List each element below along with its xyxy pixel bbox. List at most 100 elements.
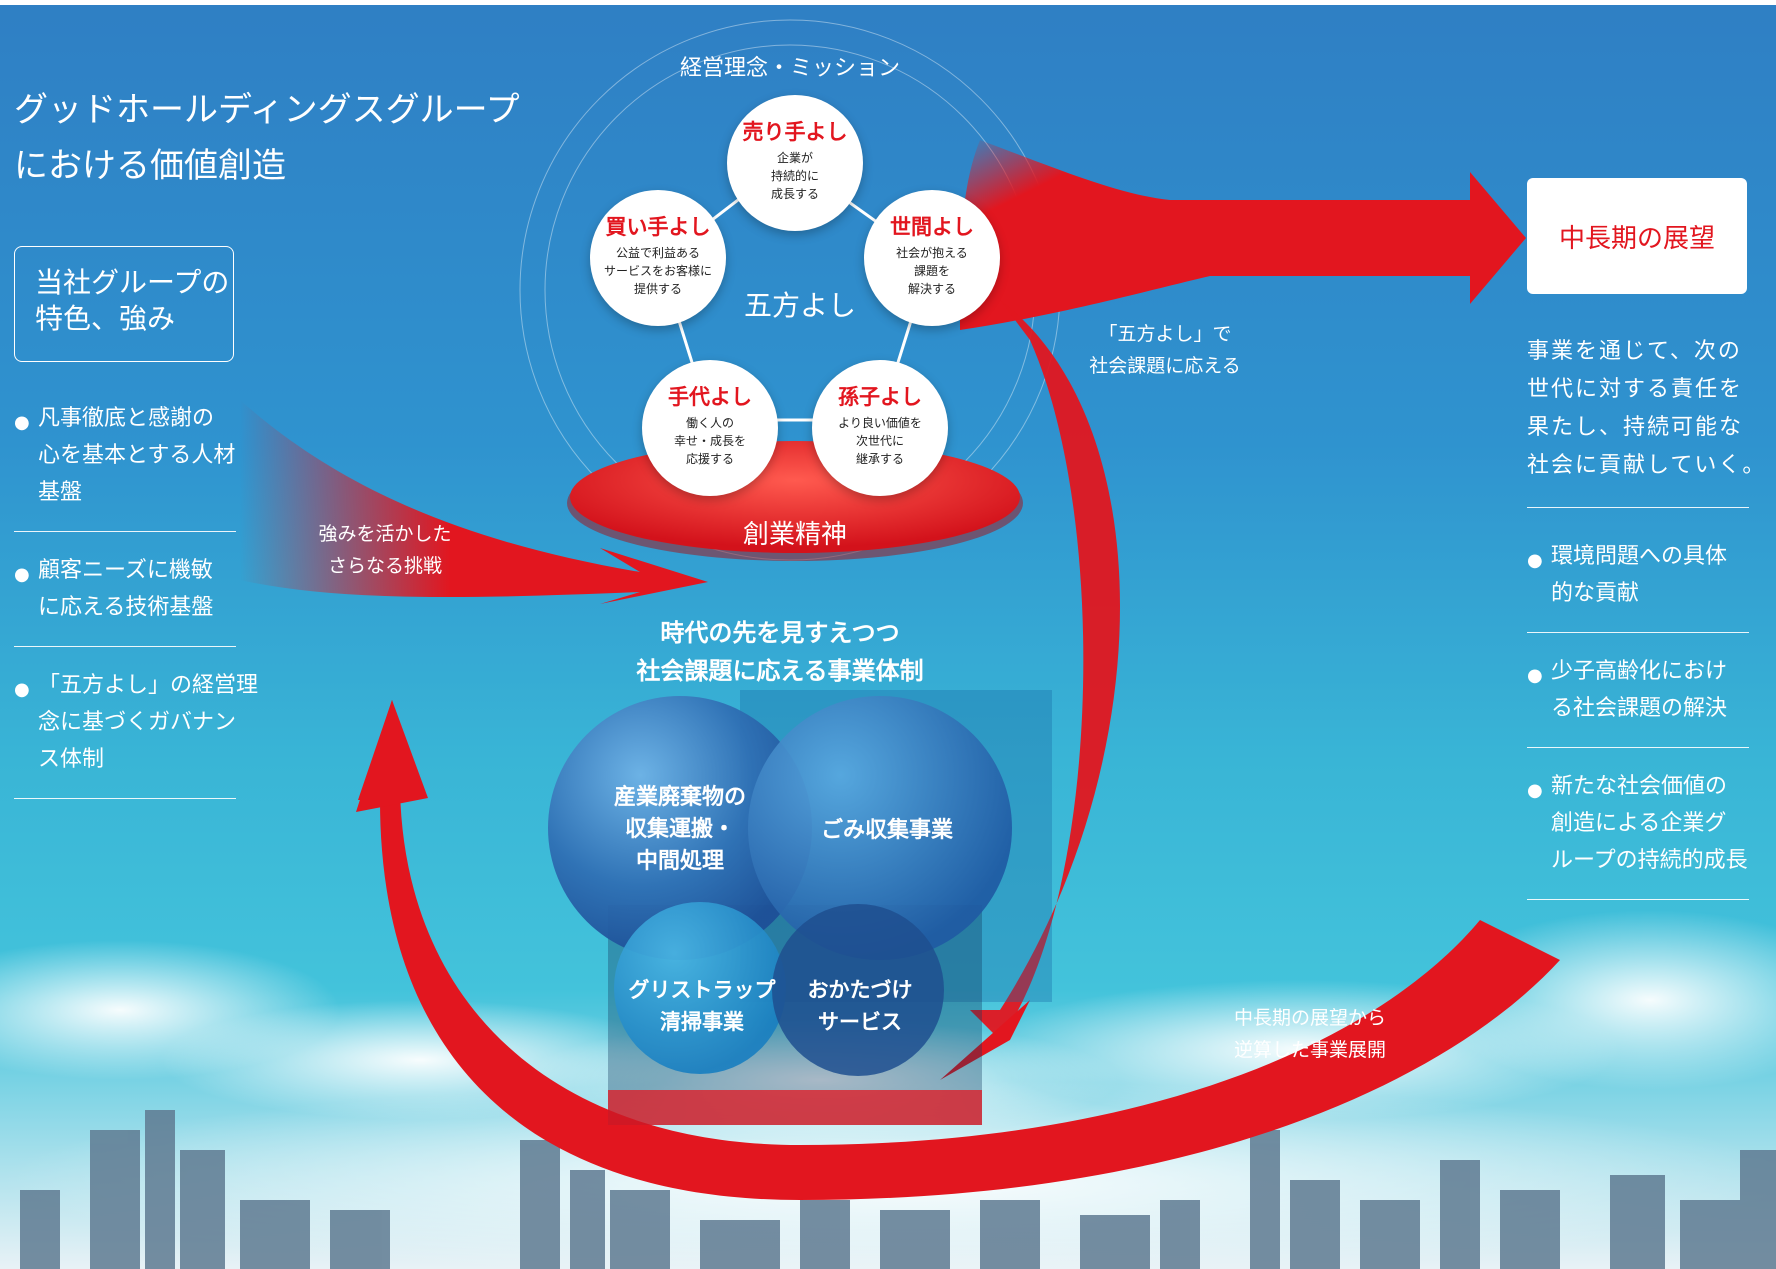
node-desc: 幸せ・成長を [673,434,746,448]
business-garbage-collection: ごみ収集事業 [787,815,987,847]
respond-arrow-label: 「五方よし」で 社会課題に応える [1070,318,1260,382]
vision-box: 中長期の展望 [1527,178,1747,294]
strength-item-line: に応える技術基盤 [38,595,214,620]
node-buyer: 買い手よし 公益で利益ある サービスをお客様に 提供する [590,190,726,326]
node-title: 世間よし [890,215,974,239]
strength-item-line: 凡事徹底と感謝の [38,406,215,431]
strength-box-line-2: 特色、強み [35,302,176,335]
vision-item: ● 新たな社会価値の 創造による企業グ ループの持続的成長 [1527,768,1749,900]
strength-item-line: 顧客ニーズに機敏 [38,558,213,583]
node-desc: 継承する [855,452,904,466]
node-title: 売り手よし [742,120,848,144]
bullet-dot-icon: ● [1527,550,1543,571]
node-future: 孫子よし より良い価値を 次世代に 継承する [812,360,948,496]
bullet-dot-icon: ● [1527,780,1543,801]
node-desc: より良い価値を [838,416,922,430]
node-seller: 売り手よし 企業が 持続的に 成長する [727,95,863,231]
strength-box: 当社グループの 特色、強み [14,246,234,362]
arrow-label-line: 「五方よし」で [1098,323,1232,345]
node-desc: 成長する [770,187,819,201]
strength-item-line: 基盤 [38,480,83,505]
vision-mission-text: 事業を通じて、次の 世代に対する責任を 果たし、持続可能な 社会に貢献していく。 [1527,333,1767,485]
node-desc: 公益で利益ある [615,246,700,260]
business-heading-line: 社会課題に応える事業体制 [636,657,924,685]
node-desc: サービスをお客様に [603,264,712,278]
vision-item: ● 環境問題への具体 的な貢献 [1527,538,1749,633]
arrow-label-line: さらなる挑戦 [327,555,442,577]
node-desc: 提供する [633,282,682,296]
node-title: 買い手よし [605,215,711,239]
city-skyline [20,1110,1776,1269]
challenge-arrow [240,400,708,604]
mission-line: 世代に対する責任を [1527,377,1744,402]
business-grease-trap: グリストラップ 清掃事業 [622,974,782,1038]
business-line: 産業廃棄物の [613,785,746,810]
vision-item-line: ループの持続的成長 [1551,848,1748,873]
business-heading-line: 時代の先を見すえつつ [660,619,900,647]
node-desc: 社会が抱える [896,246,968,260]
node-title: 手代よし [668,385,752,409]
challenge-arrow-label: 強みを活かした さらなる挑戦 [300,518,470,582]
backcast-arrow [358,700,1560,1200]
node-employee: 手代よし 働く人の 幸せ・成長を 応援する [642,360,778,496]
business-line: サービス [818,1010,902,1034]
arrow-label-line: 強みを活かした [318,523,452,545]
arrow-label-line: 逆算した事業展開 [1233,1039,1386,1061]
top-border [0,0,1776,5]
strength-item-line: 念に基づくガバナン [38,710,237,735]
node-desc: 持続的に [770,169,819,183]
vision-item-line: 少子高齢化におけ [1551,659,1728,684]
node-desc: 応援する [685,452,734,466]
vision-item-line: 的な貢献 [1551,581,1640,606]
strength-item-line: ス体制 [38,747,105,772]
page-title-line-2: における価値創造 [14,146,286,186]
mission-line: 果たし、持続可能な [1527,415,1744,440]
bullet-dot-icon: ● [14,412,30,433]
node-society: 世間よし 社会が抱える 課題を 解決する [864,190,1000,326]
strength-box-line-1: 当社グループの [35,266,230,299]
mission-line: 社会に貢献していく。 [1527,453,1767,478]
business-line: 清掃事業 [660,1010,744,1034]
page-title-line-1: グッドホールディングスグループ [14,90,520,130]
node-desc: 課題を [913,264,950,278]
backcast-arrow-label: 中長期の展望から 逆算した事業展開 [1220,1002,1400,1066]
node-desc: 解決する [907,282,956,296]
vision-arrow [960,140,1526,330]
vision-list: ● 環境問題への具体 的な貢献 ● 少子高齢化におけ る社会課題の解決 ● 新た… [1527,507,1749,920]
business-heading: 時代の先を見すえつつ 社会課題に応える事業体制 [580,614,980,690]
node-desc: 企業が [776,151,813,165]
strength-item: ● 顧客ニーズに機敏 に応える技術基盤 [14,552,236,647]
strength-item: ● 「五方よし」の経営理 念に基づくガバナン ス体制 [14,667,259,799]
bullet-dot-icon: ● [1527,665,1543,686]
vision-item-line: 新たな社会価値の [1551,774,1728,799]
business-line: グリストラップ [628,978,776,1002]
business-line: 中間処理 [635,849,724,874]
arrow-label-line: 中長期の展望から [1233,1007,1386,1029]
arrow-label-line: 社会課題に応える [1089,355,1241,377]
business-bubbles [548,690,1052,1125]
node-desc: 次世代に [855,434,904,448]
business-industrial-waste: 産業廃棄物の 収集運搬・ 中間処理 [580,782,780,878]
bullet-dot-icon: ● [14,564,30,585]
vision-item-line: る社会課題の解決 [1551,696,1728,721]
mission-line: 事業を通じて、次の [1527,339,1742,364]
strength-item: ● 凡事徹底と感謝の 心を基本とする人材 基盤 [14,400,236,532]
strength-item-line: 「五方よし」の経営理 [38,673,259,698]
strength-list: ● 凡事徹底と感謝の 心を基本とする人材 基盤 ● 顧客ニーズに機敏 に応える技… [14,400,259,819]
vision-item-line: 環境問題への具体 [1551,544,1728,569]
business-line: ごみ収集事業 [820,818,953,843]
respond-arrow [970,300,1120,1040]
node-title: 孫子よし [838,385,922,409]
vision-item-line: 創造による企業グ [1551,811,1727,836]
business-line: 収集運搬・ [624,817,735,842]
mission-label: 経営理念・ミッション [679,56,900,81]
bullet-dot-icon: ● [14,679,30,700]
business-line: おかたづけ [807,978,913,1002]
strength-item-line: 心を基本とする人材 [38,443,236,468]
foundation-label: 創業精神 [742,520,847,550]
hub-label: 五方よし [743,289,856,322]
business-tidying-service: おかたづけ サービス [780,974,940,1038]
node-desc: 働く人の [685,416,734,430]
